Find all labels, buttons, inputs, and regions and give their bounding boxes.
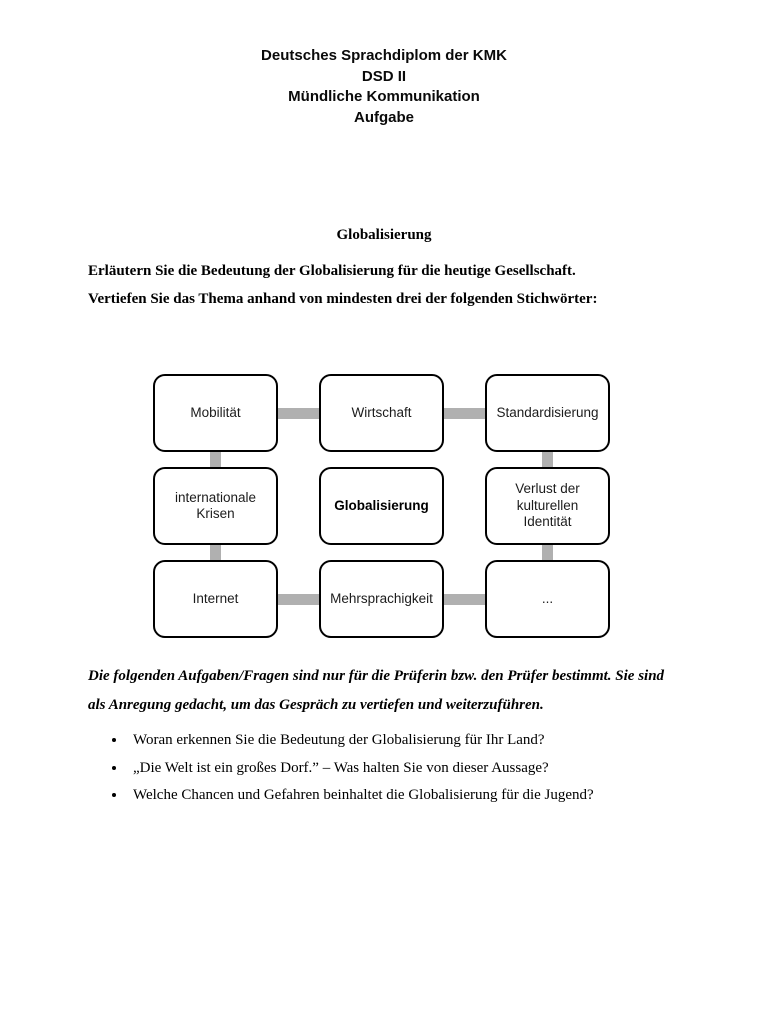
question-item-3: Welche Chancen und Gefahren beinhaltet d… xyxy=(127,787,719,804)
connector-right-lower xyxy=(542,540,553,565)
diagram-box-verlust-kultureller-identitaet: Verlust der kulturellen Identität xyxy=(485,467,610,545)
diagram-box-label: Globalisierung xyxy=(334,497,429,513)
connector-left-lower xyxy=(210,540,221,565)
diagram-box-globalisierung: Globalisierung xyxy=(319,467,444,545)
header-line-4: Aufgabe xyxy=(354,109,414,127)
connector-bottom-right xyxy=(439,593,490,605)
diagram-box-label: ... xyxy=(541,590,554,606)
diagram-box-internationale-krisen: internationale Krisen xyxy=(153,467,278,545)
instruction-paragraph-1: Erläutern Sie die Bedeutung der Globalis… xyxy=(88,263,576,279)
diagram-box-label: Mehrsprachigkeit xyxy=(330,590,433,606)
question-text: Welche Chancen und Gefahren beinhaltet d… xyxy=(133,787,594,803)
document-header: Deutsches Sprachdiplom der KMK DSD II Mü… xyxy=(0,46,768,129)
examiner-note: Die folgenden Aufgaben/Fragen sind nur f… xyxy=(88,668,665,713)
diagram-box-label: Internet xyxy=(192,590,239,606)
diagram-box-mobilitaet: Mobilität xyxy=(153,374,278,452)
header-line-1: Deutsches Sprachdiplom der KMK xyxy=(261,47,507,64)
question-text: Woran erkennen Sie die Bedeutung der Glo… xyxy=(133,732,545,748)
diagram-box-label: Wirtschaft xyxy=(351,404,412,420)
diagram-box-label: Mobilität xyxy=(190,404,241,420)
connector-left-upper xyxy=(210,447,221,472)
diagram-box-label: internationale Krisen xyxy=(174,489,257,522)
question-item-2: „Die Welt ist ein großes Dorf.” – Was ha… xyxy=(127,760,719,777)
question-text: „Die Welt ist ein großes Dorf.” – Was ha… xyxy=(133,759,549,776)
diagram-box-mehrsprachigkeit: Mehrsprachigkeit xyxy=(319,560,444,638)
diagram-box-internet: Internet xyxy=(153,560,278,638)
diagram-box-standardisierung: Standardisierung xyxy=(485,374,610,452)
connector-top-left xyxy=(273,407,324,419)
connector-bottom-left xyxy=(273,593,324,605)
mindmap-diagram: Mobilität Wirtschaft Standardisierung in… xyxy=(153,374,610,638)
question-item-1: Woran erkennen Sie die Bedeutung der Glo… xyxy=(127,732,719,749)
header-line-2: DSD II xyxy=(361,67,407,85)
diagram-box-label: Standardisierung xyxy=(496,404,599,420)
diagram-box-label: Verlust der kulturellen Identität xyxy=(515,481,580,530)
section-title: Globalisierung xyxy=(336,227,432,243)
diagram-box-ellipsis: ... xyxy=(485,560,610,638)
instruction-paragraph-2: Vertiefen Sie das Thema anhand von minde… xyxy=(88,291,598,307)
connector-right-upper xyxy=(542,447,553,472)
header-line-3: Mündliche Kommunikation xyxy=(288,88,480,106)
question-list: Woran erkennen Sie die Bedeutung der Glo… xyxy=(99,732,719,815)
connector-top-right xyxy=(439,407,490,419)
diagram-box-wirtschaft: Wirtschaft xyxy=(319,374,444,452)
